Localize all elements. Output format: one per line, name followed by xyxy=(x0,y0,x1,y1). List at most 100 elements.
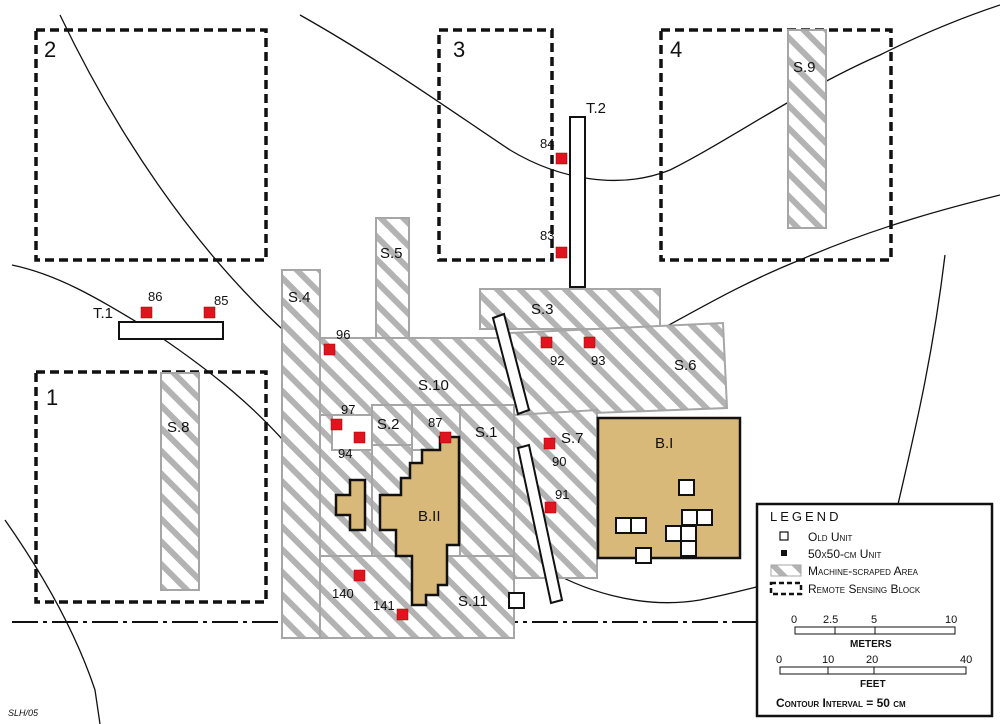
legend-remote-sensing: Remote Sensing Block xyxy=(808,582,921,596)
units-50cm xyxy=(140,152,596,621)
label-s4: S.4 xyxy=(288,289,311,306)
trench-t2 xyxy=(569,116,586,288)
old-unit xyxy=(680,525,697,542)
unit-84 xyxy=(555,152,568,165)
label-s6: S.6 xyxy=(674,357,697,374)
legend-old-unit: Old Unit xyxy=(808,530,853,544)
feet-unit-label: FEET xyxy=(860,679,886,690)
unit-94 xyxy=(353,431,366,444)
scraped-area-s4 xyxy=(281,269,321,639)
label-s9: S.9 xyxy=(793,59,816,76)
contour-line xyxy=(299,4,1000,182)
unit-140 xyxy=(353,569,366,582)
remote-sensing-block-4 xyxy=(659,28,893,262)
label-s11: S.11 xyxy=(458,593,488,610)
scraped-area-labels: S.1 S.2 S.3 S.4 S.5 S.6 S.7 S.8 S.9 S.10… xyxy=(167,59,816,610)
legend-unit-swatch xyxy=(781,550,787,556)
old-unit xyxy=(696,509,713,526)
unit-86 xyxy=(140,306,153,319)
unit-labels: 84 83 86 85 96 92 93 97 94 87 90 91 140 … xyxy=(148,136,605,613)
unit-label-87: 87 xyxy=(428,415,442,430)
feet-tick-10: 10 xyxy=(822,654,834,666)
block-label-4: 4 xyxy=(670,37,682,62)
unit-label-84: 84 xyxy=(540,136,554,151)
unit-label-96: 96 xyxy=(336,327,350,342)
label-s7: S.7 xyxy=(561,430,584,447)
label-t1: T.1 xyxy=(93,305,113,322)
unit-96 xyxy=(323,343,336,356)
meter-unit-label: METERS xyxy=(850,639,892,650)
unit-label-94: 94 xyxy=(338,446,352,461)
label-s3: S.3 xyxy=(531,301,554,318)
trench-t3 xyxy=(491,312,531,416)
label-s5: S.5 xyxy=(380,245,403,262)
feet-tick-20: 20 xyxy=(866,654,878,666)
contour-interval-label: Contour Interval = 50 cm xyxy=(776,696,906,710)
feet-scale-bar xyxy=(779,666,967,675)
unit-label-86: 86 xyxy=(148,289,162,304)
trenches xyxy=(118,116,586,605)
feet-tick-40: 40 xyxy=(960,654,972,666)
label-s1: S.1 xyxy=(475,424,498,441)
unit-label-85: 85 xyxy=(214,293,228,308)
unit-83 xyxy=(555,246,568,259)
trench-t4 xyxy=(516,443,564,605)
unit-85 xyxy=(203,306,216,319)
block-labels: 1 2 3 4 xyxy=(44,37,682,410)
legend-old-unit-swatch xyxy=(779,531,789,541)
block-label-2: 2 xyxy=(44,37,56,62)
legend-block-swatch xyxy=(769,581,803,596)
scraped-area-s8 xyxy=(160,372,200,591)
scraped-area-s7 xyxy=(513,408,598,579)
building-b1 xyxy=(596,416,742,560)
contour-line xyxy=(4,519,101,724)
signature: SLH/05 xyxy=(8,708,39,718)
unit-141 xyxy=(396,608,409,621)
meter-tick-2-5: 2.5 xyxy=(823,614,838,626)
block-label-3: 3 xyxy=(453,37,465,62)
old-unit xyxy=(630,517,647,534)
building-b2 xyxy=(378,435,461,607)
unit-label-97: 97 xyxy=(341,402,355,417)
old-unit xyxy=(680,540,697,557)
legend: LEGEND Old Unit 50x50-cm Unit Machine-sc… xyxy=(755,502,994,718)
old-unit xyxy=(678,479,695,496)
label-s2: S.2 xyxy=(377,416,400,433)
building-b2-annex xyxy=(334,478,367,532)
unit-label-91: 91 xyxy=(555,487,569,502)
old-unit xyxy=(635,547,652,564)
old-unit xyxy=(508,592,525,609)
remote-sensing-block-3 xyxy=(437,28,554,262)
old-unit xyxy=(665,525,682,542)
unit-92 xyxy=(540,336,553,349)
label-b2: B.II xyxy=(418,508,441,525)
old-units xyxy=(508,479,713,609)
unit-label-93: 93 xyxy=(591,353,605,368)
meter-tick-10: 10 xyxy=(945,614,957,626)
remote-sensing-block-1 xyxy=(34,370,268,604)
old-unit xyxy=(681,509,698,526)
label-b1: B.I xyxy=(655,435,673,452)
remote-sensing-blocks xyxy=(34,28,893,604)
trench-t1 xyxy=(118,321,224,340)
scraped-areas xyxy=(160,29,827,639)
legend-scraped-area: Machine-scraped Area xyxy=(808,564,919,578)
label-s10: S.10 xyxy=(418,377,449,394)
unit-90 xyxy=(543,437,556,450)
unit-93 xyxy=(583,336,596,349)
unit-91 xyxy=(544,501,557,514)
label-t2: T.2 xyxy=(586,100,606,117)
remote-sensing-block-2 xyxy=(34,28,268,262)
unit-label-90: 90 xyxy=(552,454,566,469)
scraped-area-s5 xyxy=(375,217,410,341)
unit-label-141: 141 xyxy=(373,598,395,613)
scraped-area-s3 xyxy=(479,288,661,330)
old-unit xyxy=(615,517,632,534)
legend-scraped-swatch xyxy=(770,564,802,577)
unit-label-83: 83 xyxy=(540,228,554,243)
feet-tick-0: 0 xyxy=(776,654,782,666)
meter-tick-0: 0 xyxy=(791,614,797,626)
legend-title: LEGEND xyxy=(770,509,841,524)
block-label-1: 1 xyxy=(46,385,58,410)
